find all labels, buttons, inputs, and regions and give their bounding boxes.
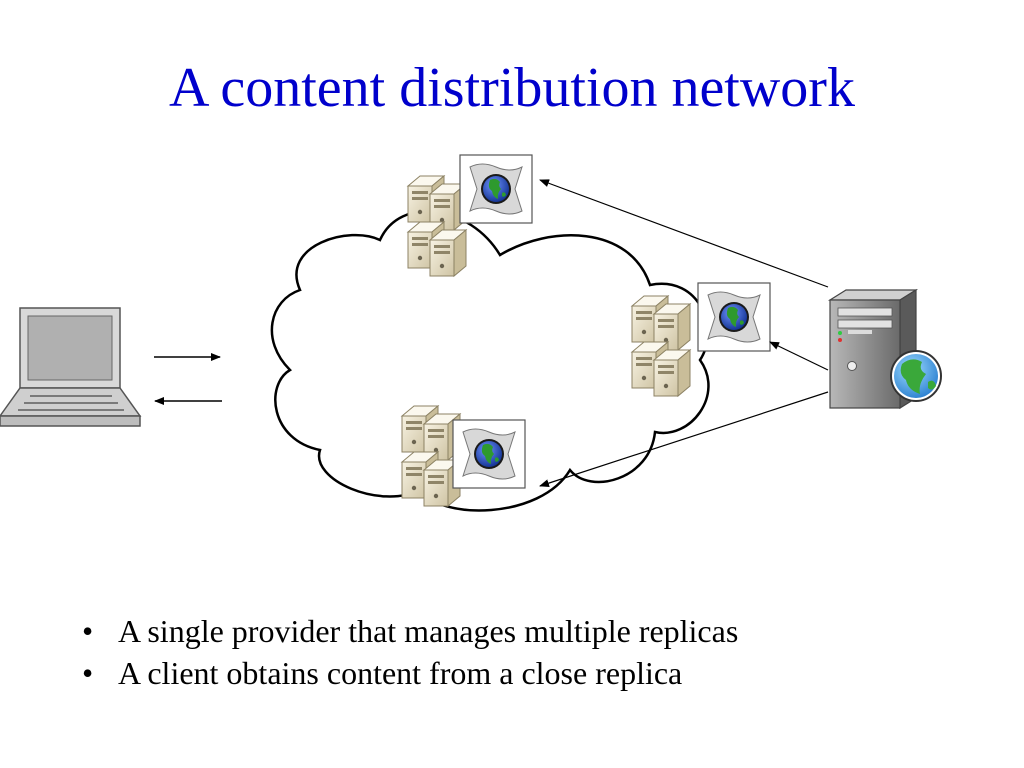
bullet-item: A client obtains content from a close re…: [82, 652, 738, 694]
server-rack-icon: [402, 406, 460, 506]
push-arrow-top: [539, 179, 829, 288]
server-rack-icon: [408, 176, 466, 276]
slide-title: A content distribution network: [169, 57, 855, 119]
globe-icon: [459, 154, 533, 224]
web-server-icon: [827, 288, 942, 410]
laptop-icon: [0, 307, 142, 427]
server-rack-icon: [632, 296, 690, 396]
bullet-list: A single provider that manages multiple …: [82, 610, 738, 694]
globe-icon: [452, 419, 526, 489]
bullet-item: A single provider that manages multiple …: [82, 610, 738, 652]
push-arrow-middle: [769, 341, 829, 371]
globe-icon: [697, 282, 771, 352]
push-arrow-bottom: [539, 391, 829, 488]
